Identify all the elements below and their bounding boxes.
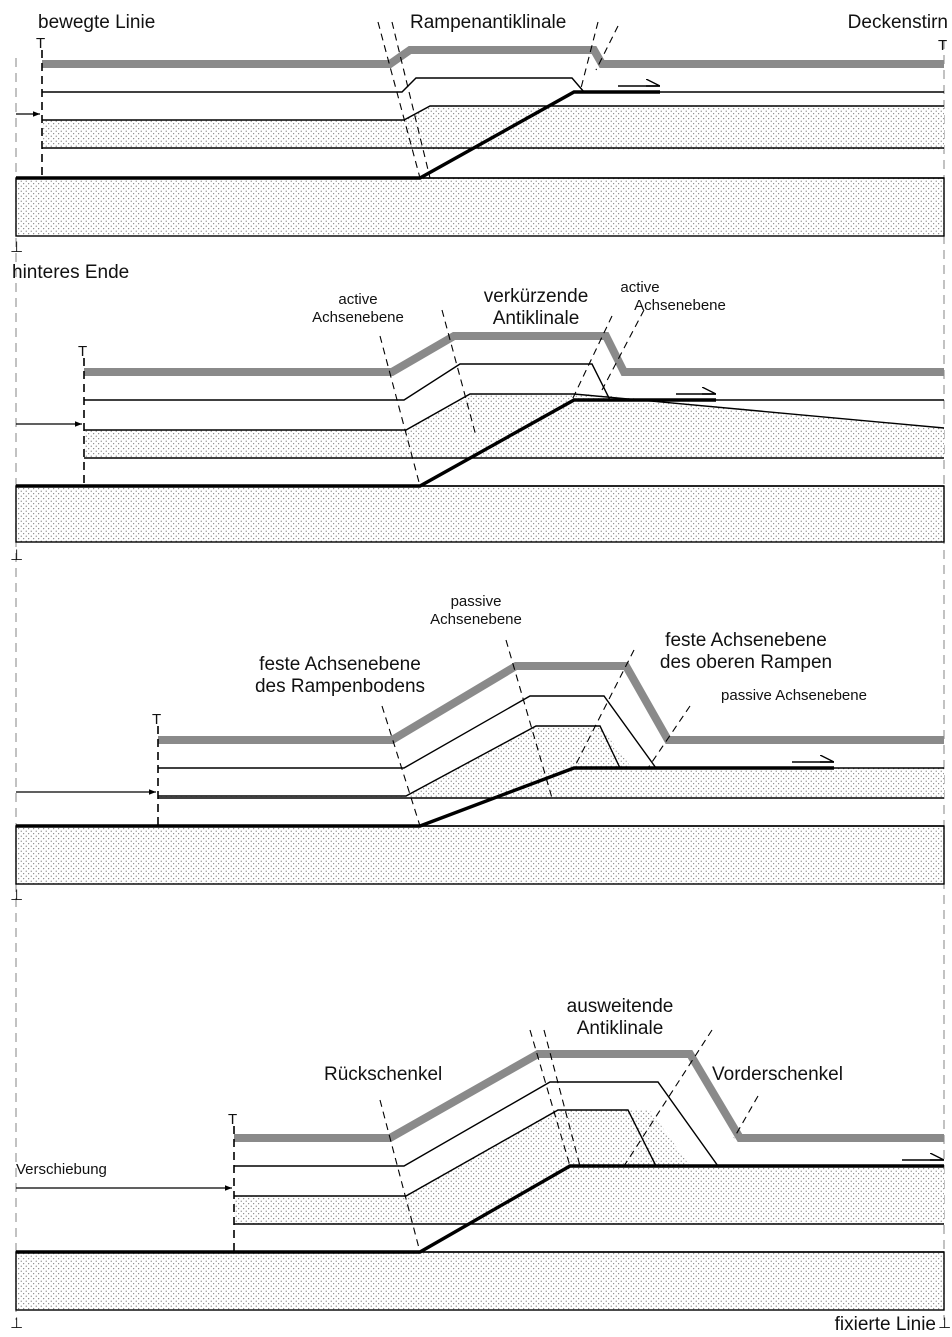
label-ausweitende: ausweitende (567, 996, 674, 1017)
pin-tick-bottom: ⊥ (10, 239, 23, 256)
panel-4: T ⊥ ⊥ ausweitende Antiklinale Rückschenk… (10, 996, 951, 1335)
label-verkuerzende: verkürzende (484, 286, 589, 307)
axial-plane (571, 315, 613, 401)
footwall-block (15, 1251, 945, 1311)
footwall-block (15, 825, 945, 885)
label-feste-achsenebene: feste Achsenebene (259, 654, 421, 675)
top-layer (42, 46, 944, 68)
dotted-layer (158, 726, 944, 798)
panel-1: T ⊥ T bewegte Linie Rampenantiklinale De… (10, 12, 948, 283)
axial-plane (377, 21, 421, 179)
top-layer (84, 332, 944, 376)
label-hinteres-ende: hinteres Ende (12, 262, 129, 283)
label-verschiebung: Verschiebung (16, 1161, 107, 1178)
label-des-rampenbodens: des Rampenbodens (255, 676, 425, 697)
axial-plane (595, 25, 619, 71)
panel-2: T ⊥ active Achsenebene verkürzende Antik… (10, 279, 945, 564)
label-bewegte-linie: bewegte Linie (38, 12, 155, 33)
pin-tick-top: T (78, 343, 87, 360)
axial-plane (391, 21, 431, 179)
axial-plane (733, 1095, 759, 1139)
layer-line (42, 77, 944, 93)
label-antiklinale: Antiklinale (493, 308, 580, 329)
axial-plane (381, 705, 421, 827)
label-achsenebene: Achsenebene (634, 297, 726, 314)
top-layer (158, 662, 944, 744)
dotted-layer (84, 394, 944, 458)
thrust-fault (16, 1164, 944, 1254)
label-vorderschenkel: Vorderschenkel (712, 1064, 843, 1085)
panel-3: T ⊥ passive Achsenebene feste Achseneben… (10, 593, 945, 904)
layer-line (158, 725, 621, 797)
axial-plane (573, 649, 635, 769)
axial-plane (505, 639, 553, 799)
axial-plane (623, 1029, 713, 1167)
thrust-fault (16, 90, 660, 180)
pin-tick-bottom: ⊥ (10, 547, 23, 564)
layer-line (84, 393, 945, 431)
footwall-block (15, 177, 945, 237)
pin-tick-bottom: ⊥ (10, 887, 23, 904)
label-passive-achsenebene: passive Achsenebene (721, 687, 867, 704)
label-achsenebene: Achsenebene (312, 309, 404, 326)
label-des-oberen-rampen: des oberen Rampen (660, 652, 832, 673)
label-rampenantiklinale: Rampenantiklinale (410, 12, 566, 33)
label-deckenstirn: Deckenstirn (848, 12, 948, 33)
axial-plane (379, 335, 421, 487)
axial-plane (441, 309, 477, 437)
label-fixierte-linie: fixierte Linie (835, 1314, 936, 1335)
label-antiklinale: Antiklinale (577, 1018, 664, 1039)
layer-line (42, 105, 944, 121)
axial-plane (647, 705, 691, 769)
thrust-fault (16, 398, 716, 488)
pin-tick-bottom: ⊥ (938, 1315, 951, 1332)
label-passive: passive (451, 593, 502, 610)
pin-tick-right: T (938, 37, 947, 54)
label-rueckschenkel: Rückschenkel (324, 1064, 442, 1085)
axial-plane (379, 1099, 421, 1253)
top-layer (234, 1050, 944, 1142)
dotted-layer (42, 106, 944, 150)
axial-plane (601, 309, 645, 391)
axial-plane (579, 21, 599, 93)
label-achsenebene: Achsenebene (430, 611, 522, 628)
pin-tick-bottom: ⊥ (10, 1315, 23, 1332)
label-feste-achsenebene: feste Achsenebene (665, 630, 827, 651)
pin-tick-top: T (152, 711, 161, 728)
layer-line (234, 1109, 657, 1197)
pin-tick-top: T (228, 1111, 237, 1128)
label-active: active (620, 279, 659, 296)
thrust-fault (16, 766, 834, 828)
footwall-block (15, 485, 945, 543)
label-active: active (338, 291, 377, 308)
pin-tick-top: T (36, 35, 45, 52)
